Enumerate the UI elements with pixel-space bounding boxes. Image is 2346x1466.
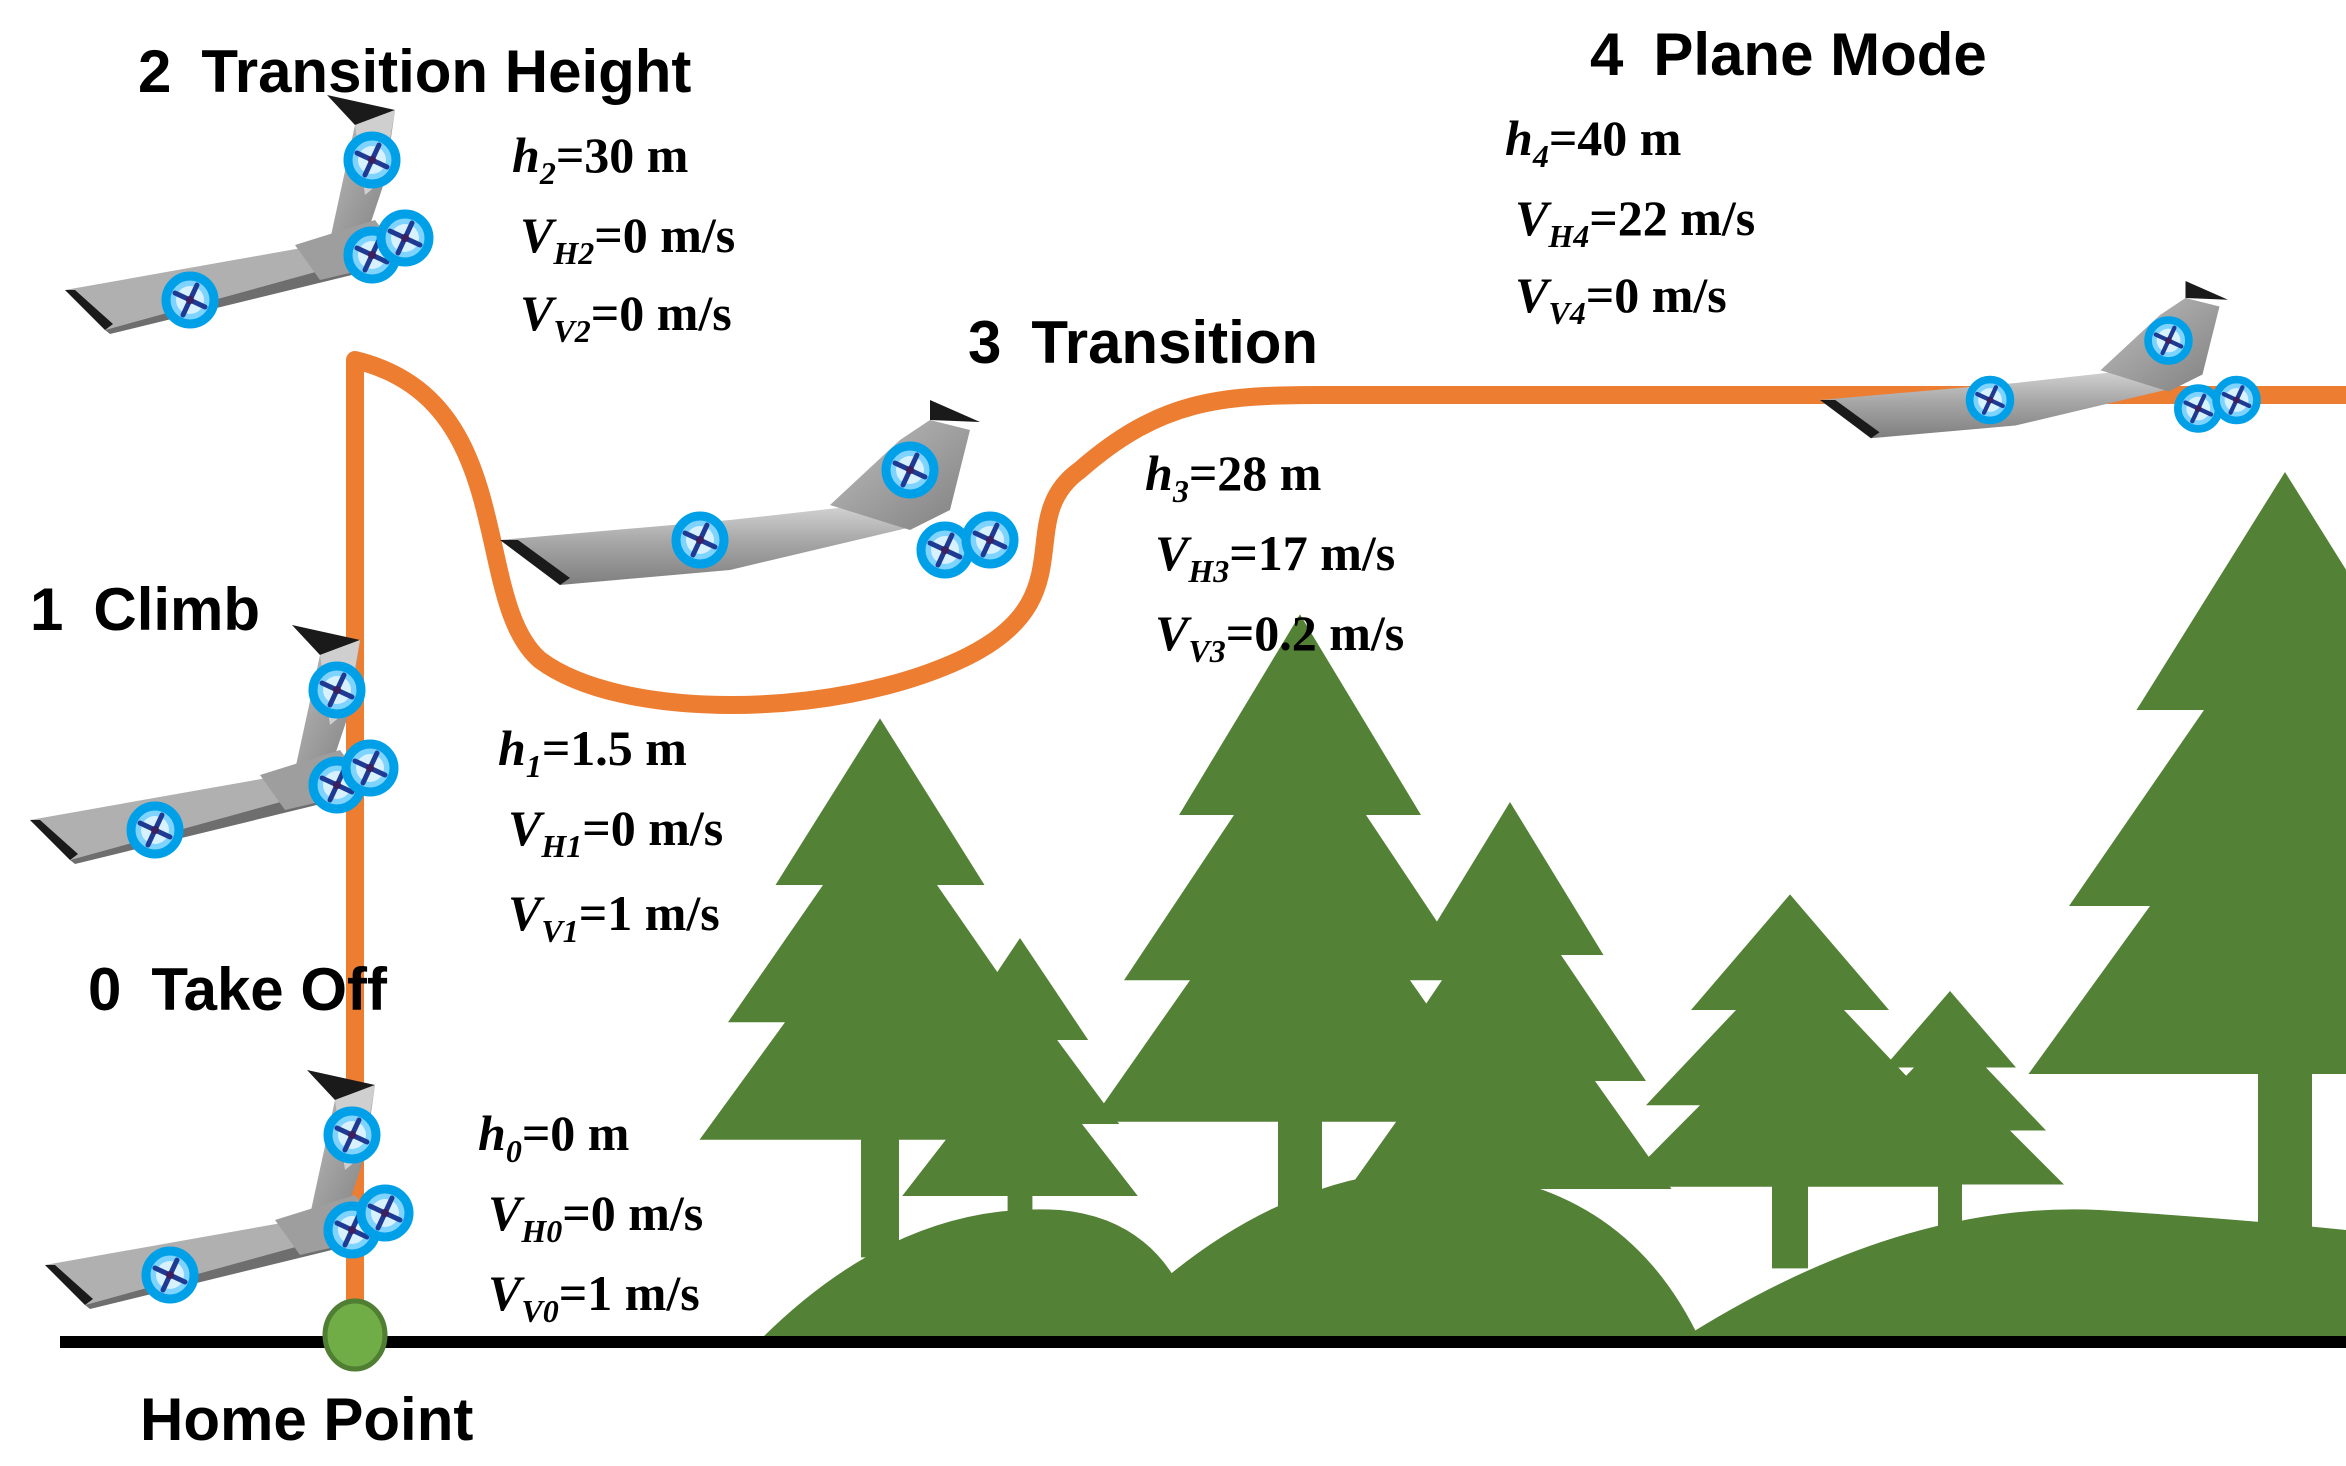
vh-h1: VH1=0 m/s: [508, 800, 723, 864]
stats-climb: h1=1.5 m VH1=0 m/s VV1=1 m/s: [498, 720, 723, 949]
height-h4: h4=40 m: [1505, 110, 1681, 174]
stats-transition-height: h2=30 m VH2=0 m/s VV2=0 m/s: [512, 127, 735, 349]
aircraft-climb-icon: [30, 625, 394, 864]
pine-tree-icon: [1836, 991, 2064, 1239]
vh-h4: VH4=22 m/s: [1515, 190, 1755, 254]
hill-mid: [1100, 1170, 1700, 1340]
vv-h1: VV1=1 m/s: [508, 885, 720, 949]
aircraft-plane-mode-icon: [1820, 281, 2257, 438]
vv-h3: VV3=0.2 m/s: [1155, 605, 1404, 669]
aircraft-transition-height-icon: [65, 95, 429, 334]
home-point-marker-icon: [322, 1298, 388, 1372]
home-point-label: Home Point: [140, 1386, 473, 1453]
vv-h2: VV2=0 m/s: [520, 285, 732, 349]
height-h1: h1=1.5 m: [498, 720, 687, 784]
height-h3: h3=28 m: [1145, 445, 1321, 509]
height-h2: h2=30 m: [512, 127, 688, 191]
vh-h0: VH0=0 m/s: [488, 1185, 703, 1249]
forest-background: [699, 472, 2346, 1340]
flight-path: [346, 351, 2346, 1309]
vv-h0: VV0=1 m/s: [488, 1265, 700, 1329]
stats-transition: h3=28 m VH3=17 m/s VV3=0.2 m/s: [1145, 445, 1404, 669]
pine-tree-icon: [2028, 472, 2346, 1242]
vv-h4: VV4=0 m/s: [1515, 267, 1727, 331]
vh-h2: VH2=0 m/s: [520, 207, 735, 271]
stats-take-off: h0=0 m VH0=0 m/s VV0=1 m/s: [478, 1105, 703, 1329]
height-h0: h0=0 m: [478, 1105, 629, 1169]
aircraft-transition-icon: [500, 400, 1014, 585]
hill-left: [760, 1209, 1200, 1340]
stats-plane-mode: h4=40 m VH4=22 m/s VV4=0 m/s: [1505, 110, 1755, 331]
vh-h3: VH3=17 m/s: [1155, 525, 1395, 589]
tree-bases: [1160, 1281, 2230, 1340]
